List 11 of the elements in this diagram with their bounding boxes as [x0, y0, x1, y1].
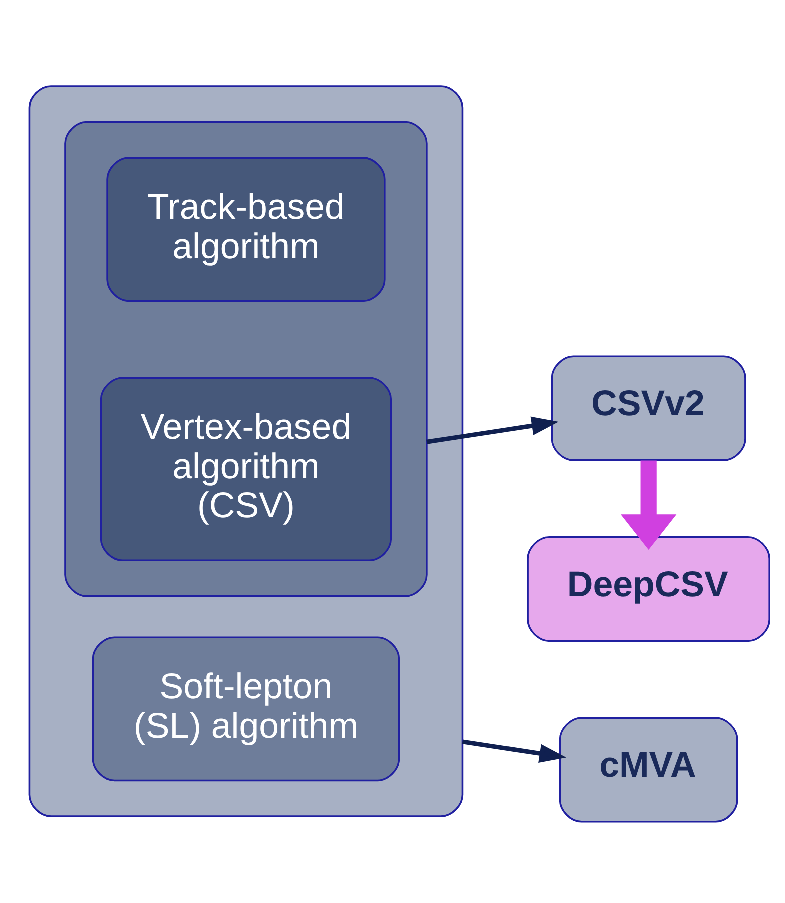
node-box: DeepCSV	[527, 536, 770, 642]
arrow	[620, 460, 677, 550]
node-box: Track-based algorithm	[106, 157, 386, 302]
cluster	[64, 121, 428, 598]
cluster	[28, 86, 464, 818]
node-box: Soft-lepton (SL) algorithm	[92, 636, 400, 782]
node-box: CSVv2	[551, 356, 746, 462]
node-box: cMVA	[559, 717, 738, 823]
arrow	[462, 740, 567, 763]
arrow	[426, 416, 559, 444]
node-box: Vertex-based algorithm (CSV)	[100, 377, 392, 562]
